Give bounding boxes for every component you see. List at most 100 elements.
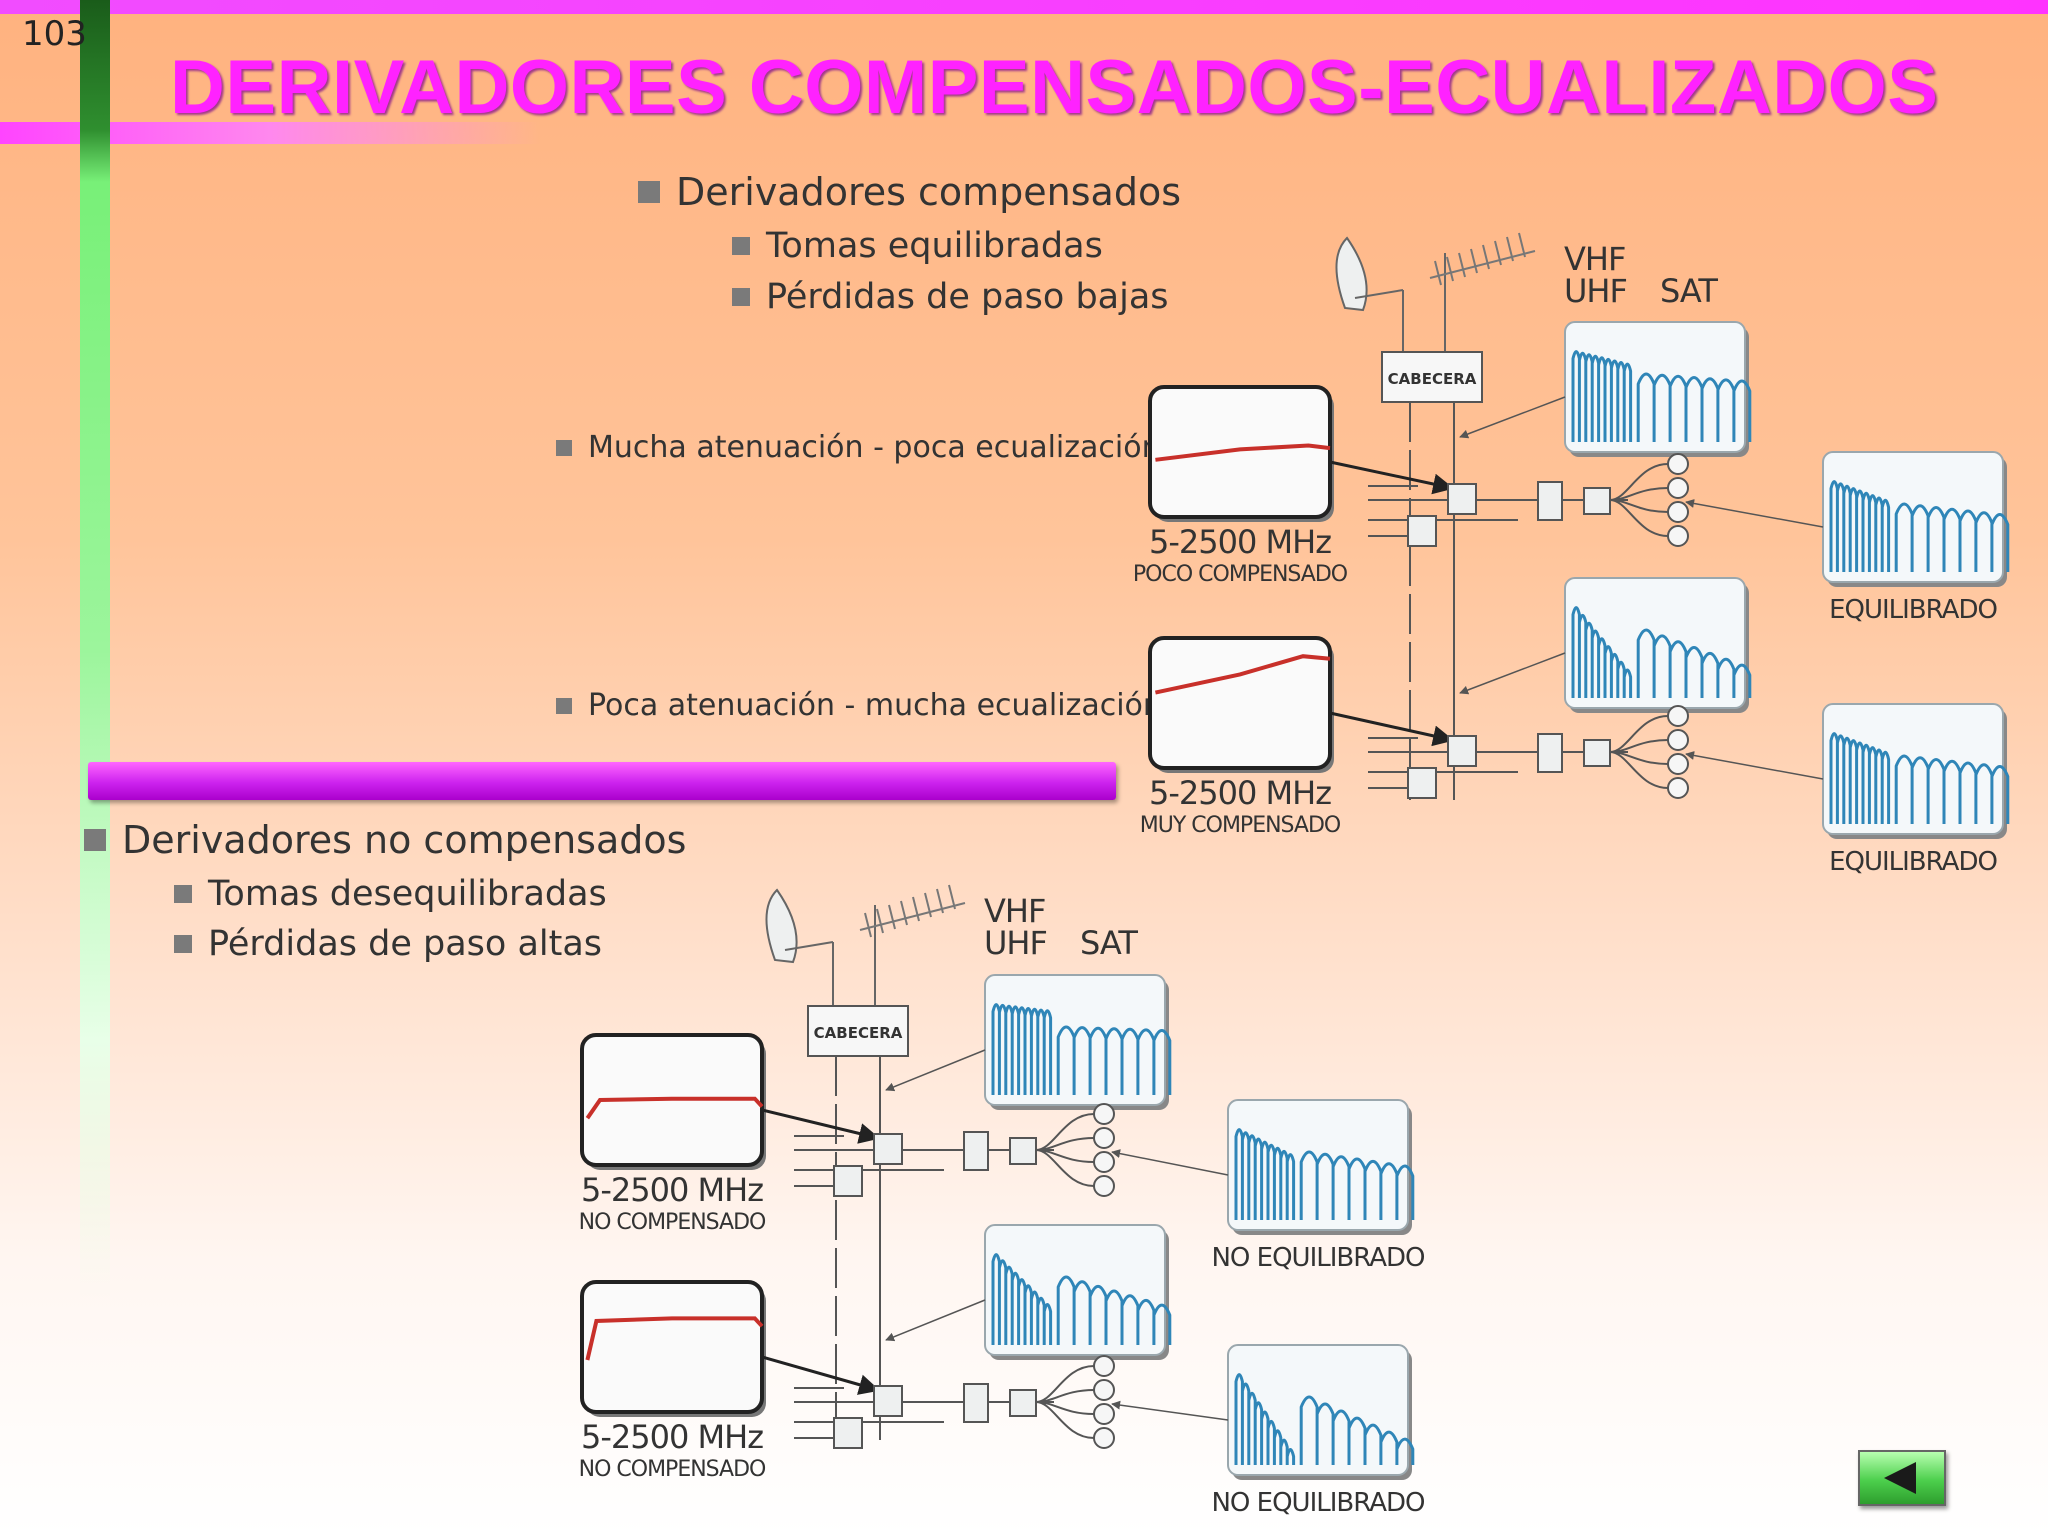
bullet-perdidas-altas-text: Pérdidas de paso altas [208, 924, 603, 964]
non-compensated-row-2-tap-box-1 [833, 1417, 863, 1449]
compensated-sat-label: SAT [1660, 272, 1718, 310]
compensated-row-1-distributor-box [1583, 487, 1611, 515]
non-compensated-row-2-input-arrow [885, 1299, 986, 1342]
non-compensated-cabecera-label: CABECERA [814, 1024, 903, 1042]
bullet-mucha-atenuacion: Mucha atenuación - poca ecualización [556, 430, 1161, 465]
compensated-row-2-tap-box-1 [1407, 767, 1437, 799]
non-compensated-row-1-response-graph-response-curve [585, 1096, 764, 1120]
compensated-row-2-distributor-box [1583, 739, 1611, 767]
non-compensated-row-2-splitter-box [963, 1383, 989, 1423]
section-divider-bar [88, 762, 1116, 800]
non-compensated-row-2-outlet-2 [1093, 1379, 1115, 1401]
compensated-row-2-input-arrow [1459, 652, 1566, 695]
bullet-square-icon [732, 237, 750, 255]
compensated-row-2-splitter-box [1537, 733, 1563, 773]
title-underline-band [0, 122, 540, 144]
non-compensated-cabecera-box [807, 1005, 909, 1057]
bullet-no-compensados-text: Derivadores no compensados [122, 818, 687, 862]
non-compensated-yagi-antenna-icon [859, 884, 966, 938]
compensated-row-1-response-graph-frame [1148, 385, 1332, 519]
bullet-no-compensados: Derivadores no compensados [84, 818, 686, 862]
back-button[interactable] [1858, 1450, 1946, 1506]
compensated-row-2-branch-lines [1609, 715, 1669, 789]
bullet-square-icon [638, 181, 660, 203]
compensated-row-2-freq-label: 5-2500 MHz [1149, 774, 1331, 812]
compensated-row-2-result-label: EQUILIBRADO [1829, 847, 1997, 877]
non-compensated-row-1-branch-lines [1035, 1113, 1095, 1187]
compensated-row-1-outlet-1 [1667, 453, 1689, 475]
non-compensated-row-1-result-label: NO EQUILIBRADO [1211, 1243, 1424, 1273]
non-compensated-row-2-outlet-4 [1093, 1427, 1115, 1449]
compensated-row-1-input-arrow [1459, 396, 1566, 439]
non-compensated-row-2-tag-label: NO COMPENSADO [579, 1457, 766, 1482]
compensated-row-1-outlet-spectrum-signal-trace [1829, 480, 2010, 572]
bullet-poca-atenuacion: Poca atenuación - mucha ecualización [556, 688, 1162, 723]
bullet-perdidas-bajas: Pérdidas de paso bajas [732, 277, 1169, 317]
non-compensated-row-2-result-label: NO EQUILIBRADO [1211, 1488, 1424, 1518]
non-compensated-row-2-response-graph-response-curve [585, 1316, 764, 1361]
compensated-dish-arm [1354, 289, 1404, 299]
non-compensated-row-1-splitter-box [963, 1131, 989, 1171]
bullet-mucha-atenuacion-text: Mucha atenuación - poca ecualización [588, 430, 1161, 465]
non-compensated-row-2-distributor-box [1009, 1389, 1037, 1417]
compensated-row-2-outlet-2 [1667, 729, 1689, 751]
non-compensated-row-1-outlet-1 [1093, 1103, 1115, 1125]
bullet-tomas-desequilibradas-text: Tomas desequilibradas [208, 874, 607, 914]
compensated-vhf-label: VHF [1564, 240, 1625, 278]
non-compensated-row-1-tag-label: NO COMPENSADO [579, 1210, 766, 1235]
compensated-row-1-tap-box-1 [1407, 515, 1437, 547]
compensated-row-2-pointer-arrow [1329, 711, 1455, 747]
non-compensated-row-2-tap-box-2 [873, 1385, 903, 1417]
non-compensated-row-1-input-spectrum-signal-trace [991, 1003, 1172, 1095]
non-compensated-row-1-pointer-arrow [761, 1108, 881, 1144]
compensated-uhf-label: UHF [1564, 272, 1627, 310]
compensated-row-2-outlet-3 [1667, 753, 1689, 775]
compensated-row-1-response-graph-response-curve [1155, 443, 1331, 462]
compensated-row-2-input-spectrum-signal-trace [1571, 606, 1752, 698]
non-compensated-row-2-input-spectrum-signal-trace [991, 1253, 1172, 1345]
bullet-perdidas-bajas-text: Pérdidas de paso bajas [766, 277, 1169, 317]
non-compensated-dish-icon [765, 888, 798, 964]
non-compensated-row-2-pointer-arrow [761, 1355, 881, 1395]
non-compensated-row-1-tap-box-2 [873, 1133, 903, 1165]
compensated-row-1-result-label: EQUILIBRADO [1829, 595, 1997, 625]
non-compensated-row-1-outlet-2 [1093, 1127, 1115, 1149]
compensated-row-1-freq-label: 5-2500 MHz [1149, 523, 1331, 561]
compensated-row-2-outlet-1 [1667, 705, 1689, 727]
compensated-row-1-tap-box-2 [1447, 483, 1477, 515]
compensated-row-1-input-spectrum-signal-trace [1571, 350, 1752, 442]
compensated-dish-icon [1335, 236, 1368, 312]
bullet-square-icon [556, 697, 572, 714]
compensated-yagi-antenna-icon [1429, 232, 1536, 286]
compensated-row-1-splitter-box [1537, 481, 1563, 521]
compensated-row-2-response-graph-response-curve [1154, 654, 1331, 695]
non-compensated-vhf-label: VHF [984, 892, 1045, 930]
non-compensated-row-1-outlet-spectrum-signal-trace [1234, 1128, 1415, 1220]
bullet-perdidas-altas: Pérdidas de paso altas [174, 924, 602, 964]
left-accent-bar [80, 0, 110, 1300]
non-compensated-row-1-freq-label: 5-2500 MHz [581, 1171, 763, 1209]
compensated-row-1-outlet-3 [1667, 501, 1689, 523]
top-accent-bar [0, 0, 2048, 14]
compensated-row-2-outlet-4 [1667, 777, 1689, 799]
compensated-row-1-outlet-arrow [1685, 499, 1824, 528]
non-compensated-row-2-outlet-spectrum-signal-trace [1234, 1373, 1415, 1465]
bullet-poca-atenuacion-text: Poca atenuación - mucha ecualización [588, 688, 1162, 723]
non-compensated-row-1-outlet-3 [1093, 1151, 1115, 1173]
non-compensated-row-2-outlet-3 [1093, 1403, 1115, 1425]
non-compensated-row-1-tap-box-1 [833, 1165, 863, 1197]
non-compensated-sat-label: SAT [1080, 924, 1138, 962]
non-compensated-row-2-outlet-arrow [1111, 1400, 1229, 1421]
compensated-row-1-tag-label: POCO COMPENSADO [1133, 562, 1348, 587]
non-compensated-row-1-outlet-4 [1093, 1175, 1115, 1197]
bullet-square-icon [732, 288, 750, 306]
compensated-row-1-outlet-2 [1667, 477, 1689, 499]
compensated-row-1-outlet-4 [1667, 525, 1689, 547]
non-compensated-row-2-branch-lines [1035, 1365, 1095, 1439]
non-compensated-row-1-input-arrow [885, 1049, 986, 1092]
bullet-square-icon [556, 439, 572, 456]
bullet-square-icon [174, 935, 192, 953]
